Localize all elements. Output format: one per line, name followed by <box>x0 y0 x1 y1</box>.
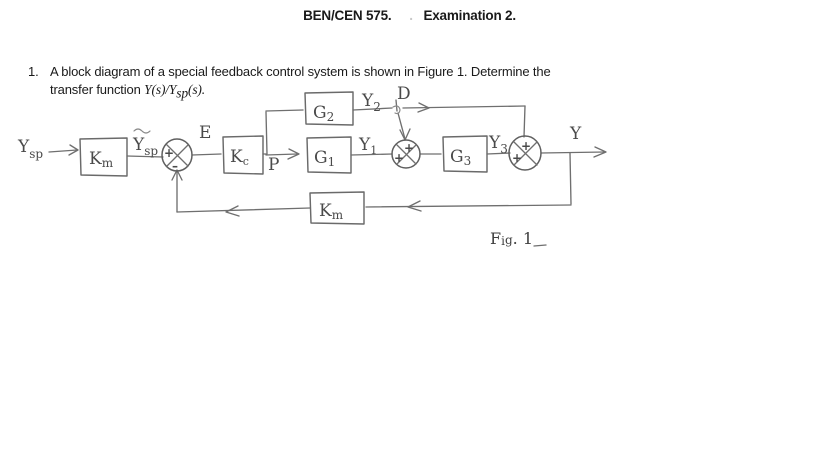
exam-header: BEN/CEN 575. . Examination 2. <box>0 8 819 23</box>
sign-plus-error: + <box>164 146 174 160</box>
math-ysp-subscript: sp <box>176 85 188 101</box>
wire-g3-to-output-junction <box>486 152 511 155</box>
wire-branch-to-g2 <box>265 109 304 112</box>
arrowhead-feedback-left <box>225 205 240 217</box>
wire-g2-out <box>352 107 393 111</box>
block-g3-label: G3 <box>450 147 471 168</box>
arrowhead-p-to-g1 <box>287 148 300 160</box>
diagram-blocks: Km Kc G2 G1 G3 Km <box>79 91 488 225</box>
summing-junctions: + – + + + + <box>161 135 542 173</box>
sign-plus-output-top: + <box>521 139 531 153</box>
wire-top-bus-down <box>523 105 526 138</box>
label-y1: Y1 <box>358 135 377 157</box>
math-ysp: Y <box>168 82 177 97</box>
math-y: Y <box>144 82 152 97</box>
course-code: BEN/CEN 575. <box>303 8 392 23</box>
block-km-feedback-label: Km <box>319 201 344 222</box>
arrowhead-feedback-right <box>407 200 422 212</box>
math-of-s-end: (s). <box>187 82 206 97</box>
block-km-feedback: Km <box>309 191 365 225</box>
arrowhead-output <box>593 146 607 158</box>
sign-plus-disturbance-left: + <box>394 151 404 165</box>
sign-plus-output-left: + <box>512 151 522 165</box>
arrowhead-d <box>399 128 411 141</box>
question-line-2-text: transfer function <box>50 82 145 97</box>
label-output-y: Y <box>569 124 582 144</box>
block-km-forward: Km <box>79 137 128 177</box>
wire-km-feedback-left <box>176 207 311 213</box>
figure-caption-underline <box>533 244 547 247</box>
question-line-1: A block diagram of a special feedback co… <box>50 64 551 79</box>
arrowhead-feedback-up <box>171 169 183 181</box>
label-controller-output-p: P <box>268 155 279 175</box>
svg-text:Ysp: Ysp <box>132 135 158 158</box>
summing-junction-error: + – <box>161 138 193 173</box>
wire-feedback-bus-right <box>365 204 572 208</box>
wire-d-node-kink <box>392 105 401 115</box>
wire-p-horizontal <box>265 153 298 156</box>
block-kc: Kc <box>222 135 264 175</box>
block-g1-label: G1 <box>314 148 335 169</box>
block-g3: G3 <box>442 135 488 173</box>
wire-output-tap-down <box>569 152 572 205</box>
block-g1: G1 <box>306 136 352 174</box>
label-input-setpoint: Ysp <box>17 137 43 161</box>
summing-junction-output: + + <box>508 135 542 171</box>
wire-d-to-junction <box>397 112 406 140</box>
block-km-forward-label: Km <box>89 149 114 170</box>
header-faint-text: . <box>391 8 424 23</box>
label-measured-setpoint: Ysp <box>132 128 158 158</box>
wire-y2-bus <box>402 105 526 109</box>
label-error-e: E <box>199 123 211 143</box>
question-body: A block diagram of a special feedback co… <box>50 63 628 103</box>
math-of-s-over: (s)/ <box>151 82 170 97</box>
arrowhead-y2-bus <box>417 102 430 113</box>
label-y3: Y3 <box>488 133 508 156</box>
block-kc-label: Kc <box>230 147 249 168</box>
wire-km-to-junction <box>126 155 164 158</box>
wire-branch-vertical <box>265 111 268 155</box>
diagram-wires <box>48 99 607 217</box>
sign-plus-disturbance-top: + <box>404 141 414 155</box>
arrowhead-input <box>68 144 79 156</box>
wire-g1-to-junction <box>350 153 393 156</box>
exam-label: Examination 2. <box>423 8 516 23</box>
sign-minus-error: – <box>172 159 178 173</box>
wire-junction-to-kc <box>191 153 222 156</box>
question-1: 1. A block diagram of a special feedback… <box>28 63 628 103</box>
wire-output <box>540 151 606 154</box>
block-g2-label: G2 <box>313 103 334 124</box>
summing-junction-disturbance: + + <box>391 139 421 169</box>
wire-input-to-km <box>48 149 78 153</box>
question-number: 1. <box>28 64 39 79</box>
figure-caption: Fig. 1 <box>490 229 533 248</box>
